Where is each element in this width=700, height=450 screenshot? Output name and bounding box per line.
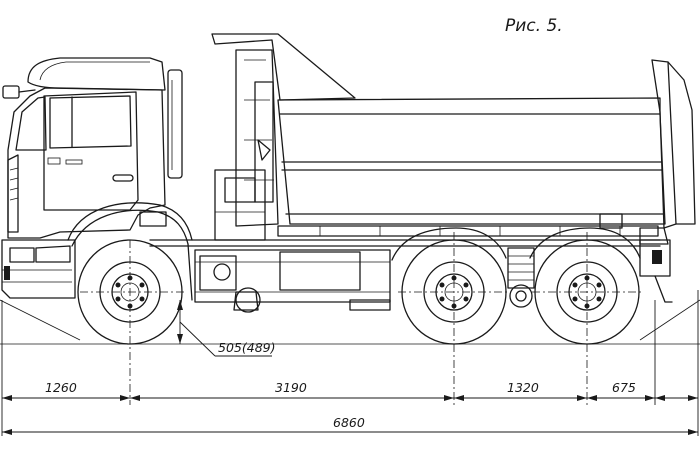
dump-body [211, 33, 696, 245]
dim-wheelbase-front: 3190 [275, 380, 307, 395]
figure-label: Рис. 5. [505, 16, 563, 36]
chassis-frame [149, 169, 673, 313]
center-lines [80, 232, 642, 405]
front-fender [67, 202, 193, 301]
dim-bogie-spacing: 1320 [507, 380, 539, 395]
dim-rear-overhang: 675 [612, 380, 636, 395]
dim-front-overhang: 1260 [45, 380, 77, 395]
truck-cab [1, 57, 183, 299]
dim-overall-length: 6860 [333, 415, 365, 430]
dimension-lines [1, 290, 699, 436]
dim-ground-clearance: 505(489) [218, 340, 275, 355]
ground-lines [0, 299, 700, 345]
